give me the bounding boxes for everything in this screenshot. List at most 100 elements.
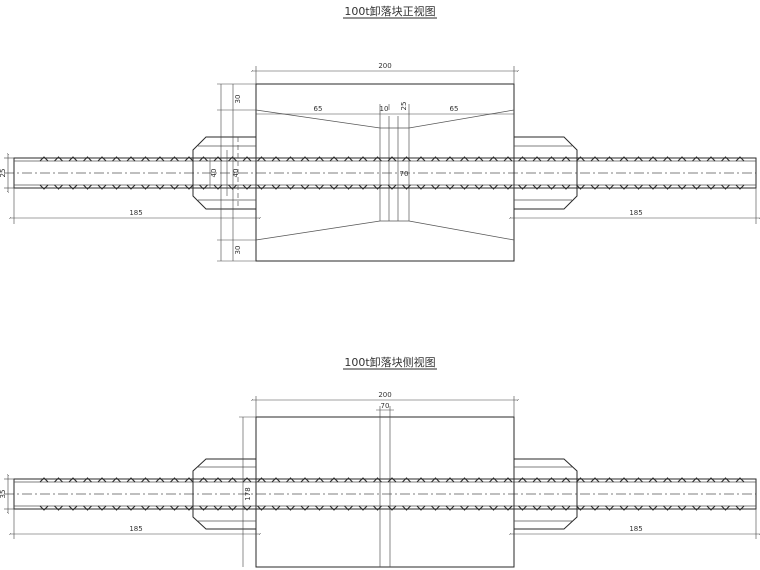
thread-rib bbox=[663, 184, 672, 190]
thread-rib bbox=[213, 156, 223, 162]
thread-rib bbox=[590, 184, 600, 190]
thread-rib bbox=[431, 156, 440, 162]
thread-rib bbox=[141, 184, 150, 190]
thread-rib bbox=[373, 477, 382, 483]
thread-rib bbox=[489, 505, 498, 511]
thread-rib bbox=[576, 505, 585, 511]
thread-rib bbox=[402, 477, 411, 483]
thread-rib bbox=[518, 156, 527, 162]
thread-rib bbox=[735, 184, 745, 190]
thread-rib bbox=[126, 156, 136, 162]
thread-rib bbox=[286, 156, 295, 162]
front-dim-left-taper-label: 65 bbox=[314, 105, 323, 113]
thread-rib bbox=[358, 505, 368, 511]
thread-rib bbox=[68, 156, 78, 162]
thread-rib bbox=[460, 156, 469, 162]
thread-rib bbox=[242, 477, 252, 483]
thread-rib bbox=[126, 505, 136, 511]
thread-rib bbox=[460, 505, 469, 511]
thread-rib bbox=[532, 477, 542, 483]
thread-rib bbox=[576, 156, 585, 162]
thread-rib bbox=[228, 156, 237, 162]
thread-rib bbox=[39, 505, 49, 511]
thread-rib bbox=[358, 477, 368, 483]
thread-rib bbox=[721, 156, 730, 162]
side-block-body bbox=[255, 416, 515, 568]
thread-rib bbox=[503, 477, 513, 483]
thread-rib bbox=[54, 477, 63, 483]
thread-rib bbox=[431, 184, 440, 190]
thread-rib bbox=[387, 184, 397, 190]
thread-rib bbox=[576, 184, 585, 190]
thread-rib bbox=[692, 505, 701, 511]
thread-rib bbox=[387, 505, 397, 511]
thread-rib bbox=[677, 505, 687, 511]
thread-rib bbox=[344, 156, 353, 162]
front-dim-slot-extra-label: 25 bbox=[400, 102, 408, 111]
side-dim-bolt-lengths: 185 185 bbox=[8, 509, 760, 539]
thread-rib bbox=[97, 477, 107, 483]
thread-rib bbox=[184, 156, 194, 162]
thread-rib bbox=[39, 477, 49, 483]
thread-rib bbox=[474, 505, 484, 511]
thread-rib bbox=[257, 156, 266, 162]
thread-rib bbox=[141, 156, 150, 162]
front-dim-bottom-margin-label: 30 bbox=[234, 246, 242, 255]
thread-rib bbox=[431, 505, 440, 511]
thread-rib bbox=[315, 505, 324, 511]
thread-rib bbox=[271, 184, 281, 190]
thread-rib bbox=[170, 156, 179, 162]
thread-rib bbox=[39, 156, 49, 162]
thread-rib bbox=[706, 156, 716, 162]
front-view: 100t卸落块正视图 bbox=[0, 4, 760, 262]
thread-rib bbox=[184, 505, 194, 511]
thread-rib bbox=[547, 505, 556, 511]
thread-rib bbox=[300, 505, 310, 511]
thread-rib bbox=[518, 477, 527, 483]
thread-rib bbox=[474, 156, 484, 162]
thread-rib bbox=[300, 477, 310, 483]
front-view-title: 100t卸落块正视图 bbox=[344, 4, 435, 18]
thread-rib bbox=[199, 156, 208, 162]
thread-rib bbox=[605, 156, 614, 162]
thread-rib bbox=[590, 505, 600, 511]
thread-rib bbox=[300, 184, 310, 190]
thread-rib bbox=[373, 184, 382, 190]
side-right-nut bbox=[513, 458, 578, 530]
thread-rib bbox=[460, 477, 469, 483]
thread-rib bbox=[257, 477, 266, 483]
side-dim-right-bolt-length-label: 185 bbox=[629, 525, 642, 533]
thread-rib bbox=[315, 477, 324, 483]
thread-rib bbox=[373, 156, 382, 162]
thread-rib bbox=[561, 156, 571, 162]
side-dim-slot-label: 70 bbox=[381, 402, 390, 410]
side-left-nut bbox=[192, 458, 257, 530]
thread-rib bbox=[605, 184, 614, 190]
thread-rib bbox=[489, 156, 498, 162]
thread-rib bbox=[735, 477, 745, 483]
thread-rib bbox=[141, 505, 150, 511]
thread-rib bbox=[68, 184, 78, 190]
thread-rib bbox=[416, 156, 426, 162]
thread-rib bbox=[271, 477, 281, 483]
thread-rib bbox=[445, 184, 455, 190]
thread-rib bbox=[648, 477, 658, 483]
thread-rib bbox=[648, 184, 658, 190]
thread-rib bbox=[474, 184, 484, 190]
thread-rib bbox=[97, 505, 107, 511]
front-wedge bbox=[255, 109, 515, 241]
thread-rib bbox=[68, 505, 78, 511]
thread-rib bbox=[474, 477, 484, 483]
thread-rib bbox=[170, 184, 179, 190]
thread-rib bbox=[54, 505, 63, 511]
thread-rib bbox=[329, 156, 339, 162]
thread-rib bbox=[199, 477, 208, 483]
thread-rib bbox=[39, 184, 49, 190]
thread-rib bbox=[431, 477, 440, 483]
thread-rib bbox=[561, 505, 571, 511]
thread-rib bbox=[634, 184, 643, 190]
thread-rib bbox=[677, 184, 687, 190]
thread-rib bbox=[112, 156, 121, 162]
thread-rib bbox=[286, 477, 295, 483]
thread-rib bbox=[387, 477, 397, 483]
